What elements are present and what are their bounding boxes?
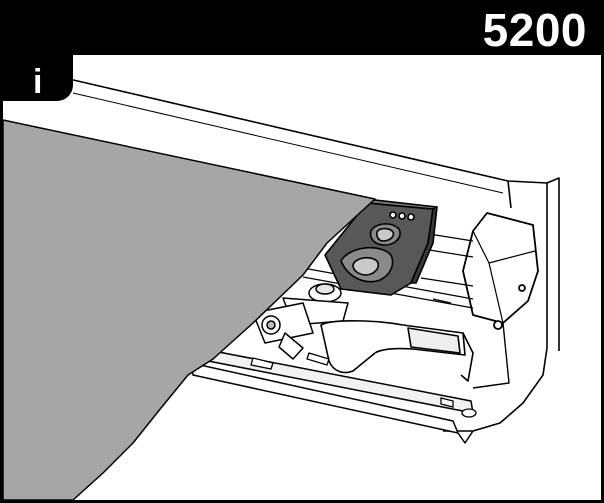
info-icon: i [33,63,43,101]
header-bar [3,3,601,55]
fixing-details [250,352,477,418]
housing-outline [68,78,560,432]
info-tab [3,55,73,101]
lever-arm [320,320,474,382]
cover-panel [3,119,376,500]
installation-diagram [3,78,560,500]
gear-mechanism [252,283,349,360]
mounting-clip [324,199,438,296]
end-cap [462,212,539,389]
model-number: 5200 [482,4,587,56]
